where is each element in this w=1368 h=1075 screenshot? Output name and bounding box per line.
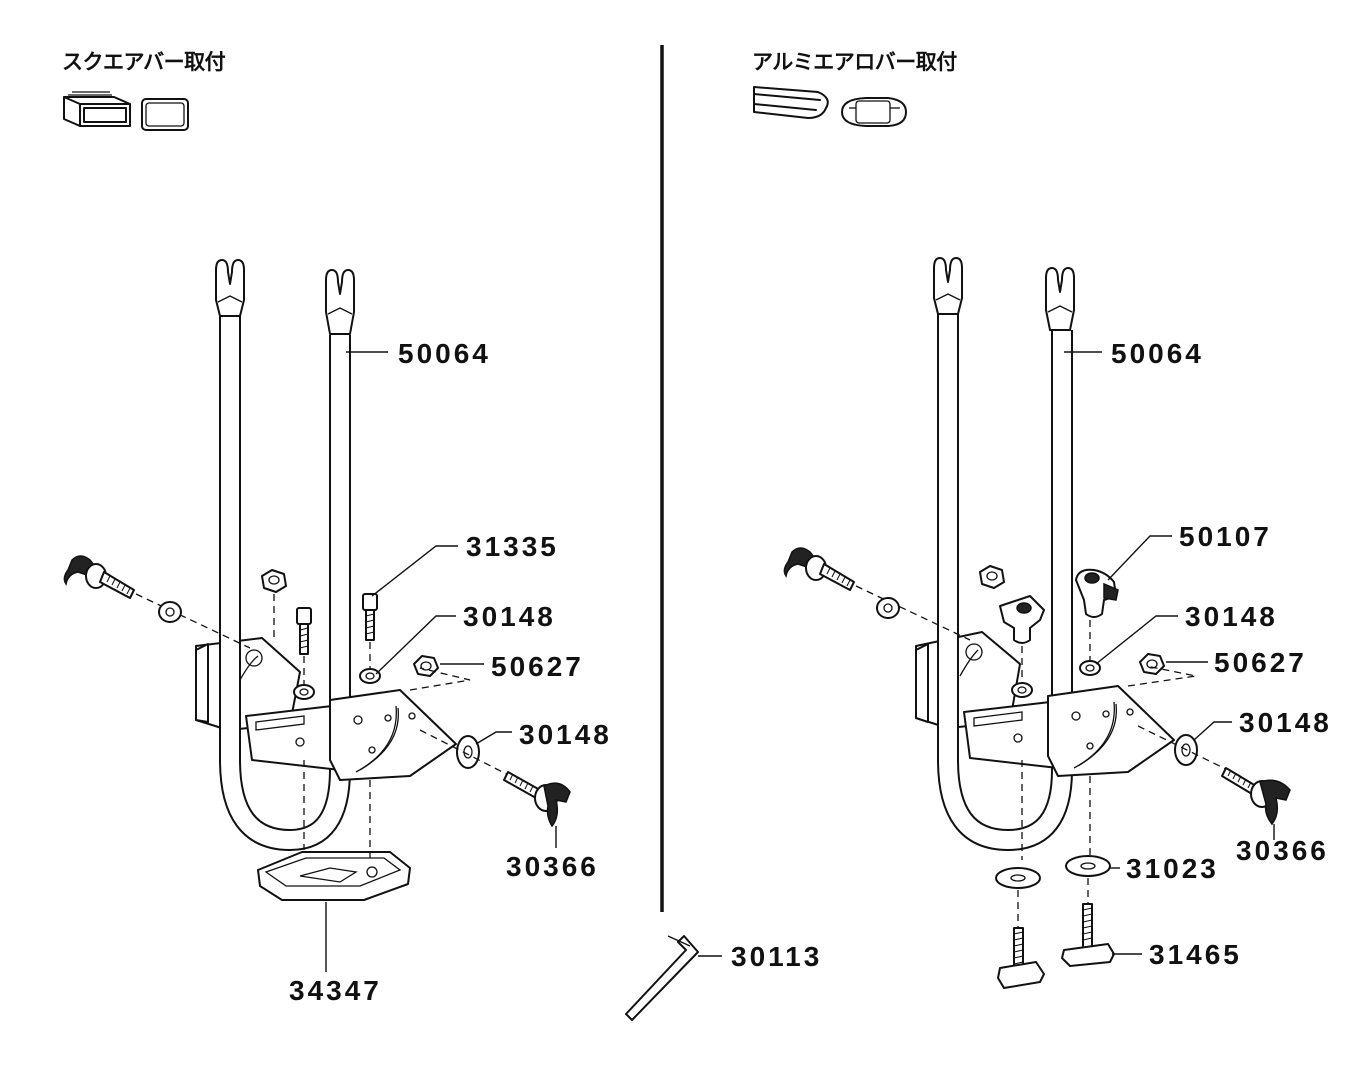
washer-icon xyxy=(158,601,182,623)
part-number-30148-left-b: 30148 xyxy=(519,719,612,750)
hex-nut-icon xyxy=(979,565,1005,589)
washer-icon xyxy=(876,597,900,619)
part-number-34347: 34347 xyxy=(289,975,382,1006)
washer-30148-lower xyxy=(456,735,480,769)
washer-icon xyxy=(293,684,315,700)
square-bar-mount-title: スクエアバー取付 xyxy=(62,50,226,74)
cap-screw-icon xyxy=(296,607,312,655)
left-u-frame xyxy=(195,259,457,852)
right-u-frame xyxy=(915,257,1175,852)
cap-screw-31335 xyxy=(362,593,378,641)
part-number-30148-right-a: 30148 xyxy=(1185,601,1278,632)
leader-50107 xyxy=(1107,535,1172,581)
leader-30148-a xyxy=(375,615,456,675)
aero-bar-mount-title: アルミエアロバー取付 xyxy=(752,50,957,74)
washer-31023-a xyxy=(995,867,1041,889)
part-number-50064-right: 50064 xyxy=(1111,338,1204,369)
nut-50627 xyxy=(413,655,439,677)
t-bolt-31465-b xyxy=(1061,903,1115,967)
square-bar-icon xyxy=(63,91,189,131)
leader-30148-right-a xyxy=(1095,615,1178,665)
washer-icon xyxy=(1011,682,1033,698)
part-number-50627-right: 50627 xyxy=(1214,647,1307,678)
leader-31335 xyxy=(371,545,458,597)
left-foot-pad xyxy=(257,851,411,901)
part-number-50064-left: 50064 xyxy=(398,338,491,369)
allen-key-icon xyxy=(625,935,699,1021)
part-number-31465: 31465 xyxy=(1149,939,1242,970)
clamp-block-50107 xyxy=(999,568,1119,644)
part-number-30148-right-b: 30148 xyxy=(1239,707,1332,738)
part-number-30113: 30113 xyxy=(731,941,823,972)
washer-31023-b xyxy=(1065,855,1111,877)
leader-30148-b xyxy=(475,731,512,745)
washer-30148 xyxy=(359,668,381,684)
knob-bolt-30366-right xyxy=(1221,767,1291,826)
part-number-50627-left: 50627 xyxy=(491,651,584,682)
aero-bar-icon xyxy=(753,86,907,127)
washer-30148-right xyxy=(1079,660,1101,676)
knob-bolt-icon xyxy=(63,555,135,599)
hex-nut-icon xyxy=(261,569,287,593)
knob-bolt-30366 xyxy=(503,771,571,828)
part-number-30148-left-a: 30148 xyxy=(463,601,556,632)
leader-30148-right-b xyxy=(1193,721,1232,741)
knob-bolt-icon xyxy=(783,547,855,591)
part-number-31023: 31023 xyxy=(1126,853,1219,884)
part-number-30366-right: 30366 xyxy=(1236,835,1329,866)
nut-50627-right xyxy=(1139,653,1165,675)
t-bolt-31465-a xyxy=(997,927,1045,989)
part-number-30366-left: 30366 xyxy=(506,851,599,882)
part-number-50107: 50107 xyxy=(1179,521,1272,552)
part-number-31335: 31335 xyxy=(466,531,559,562)
